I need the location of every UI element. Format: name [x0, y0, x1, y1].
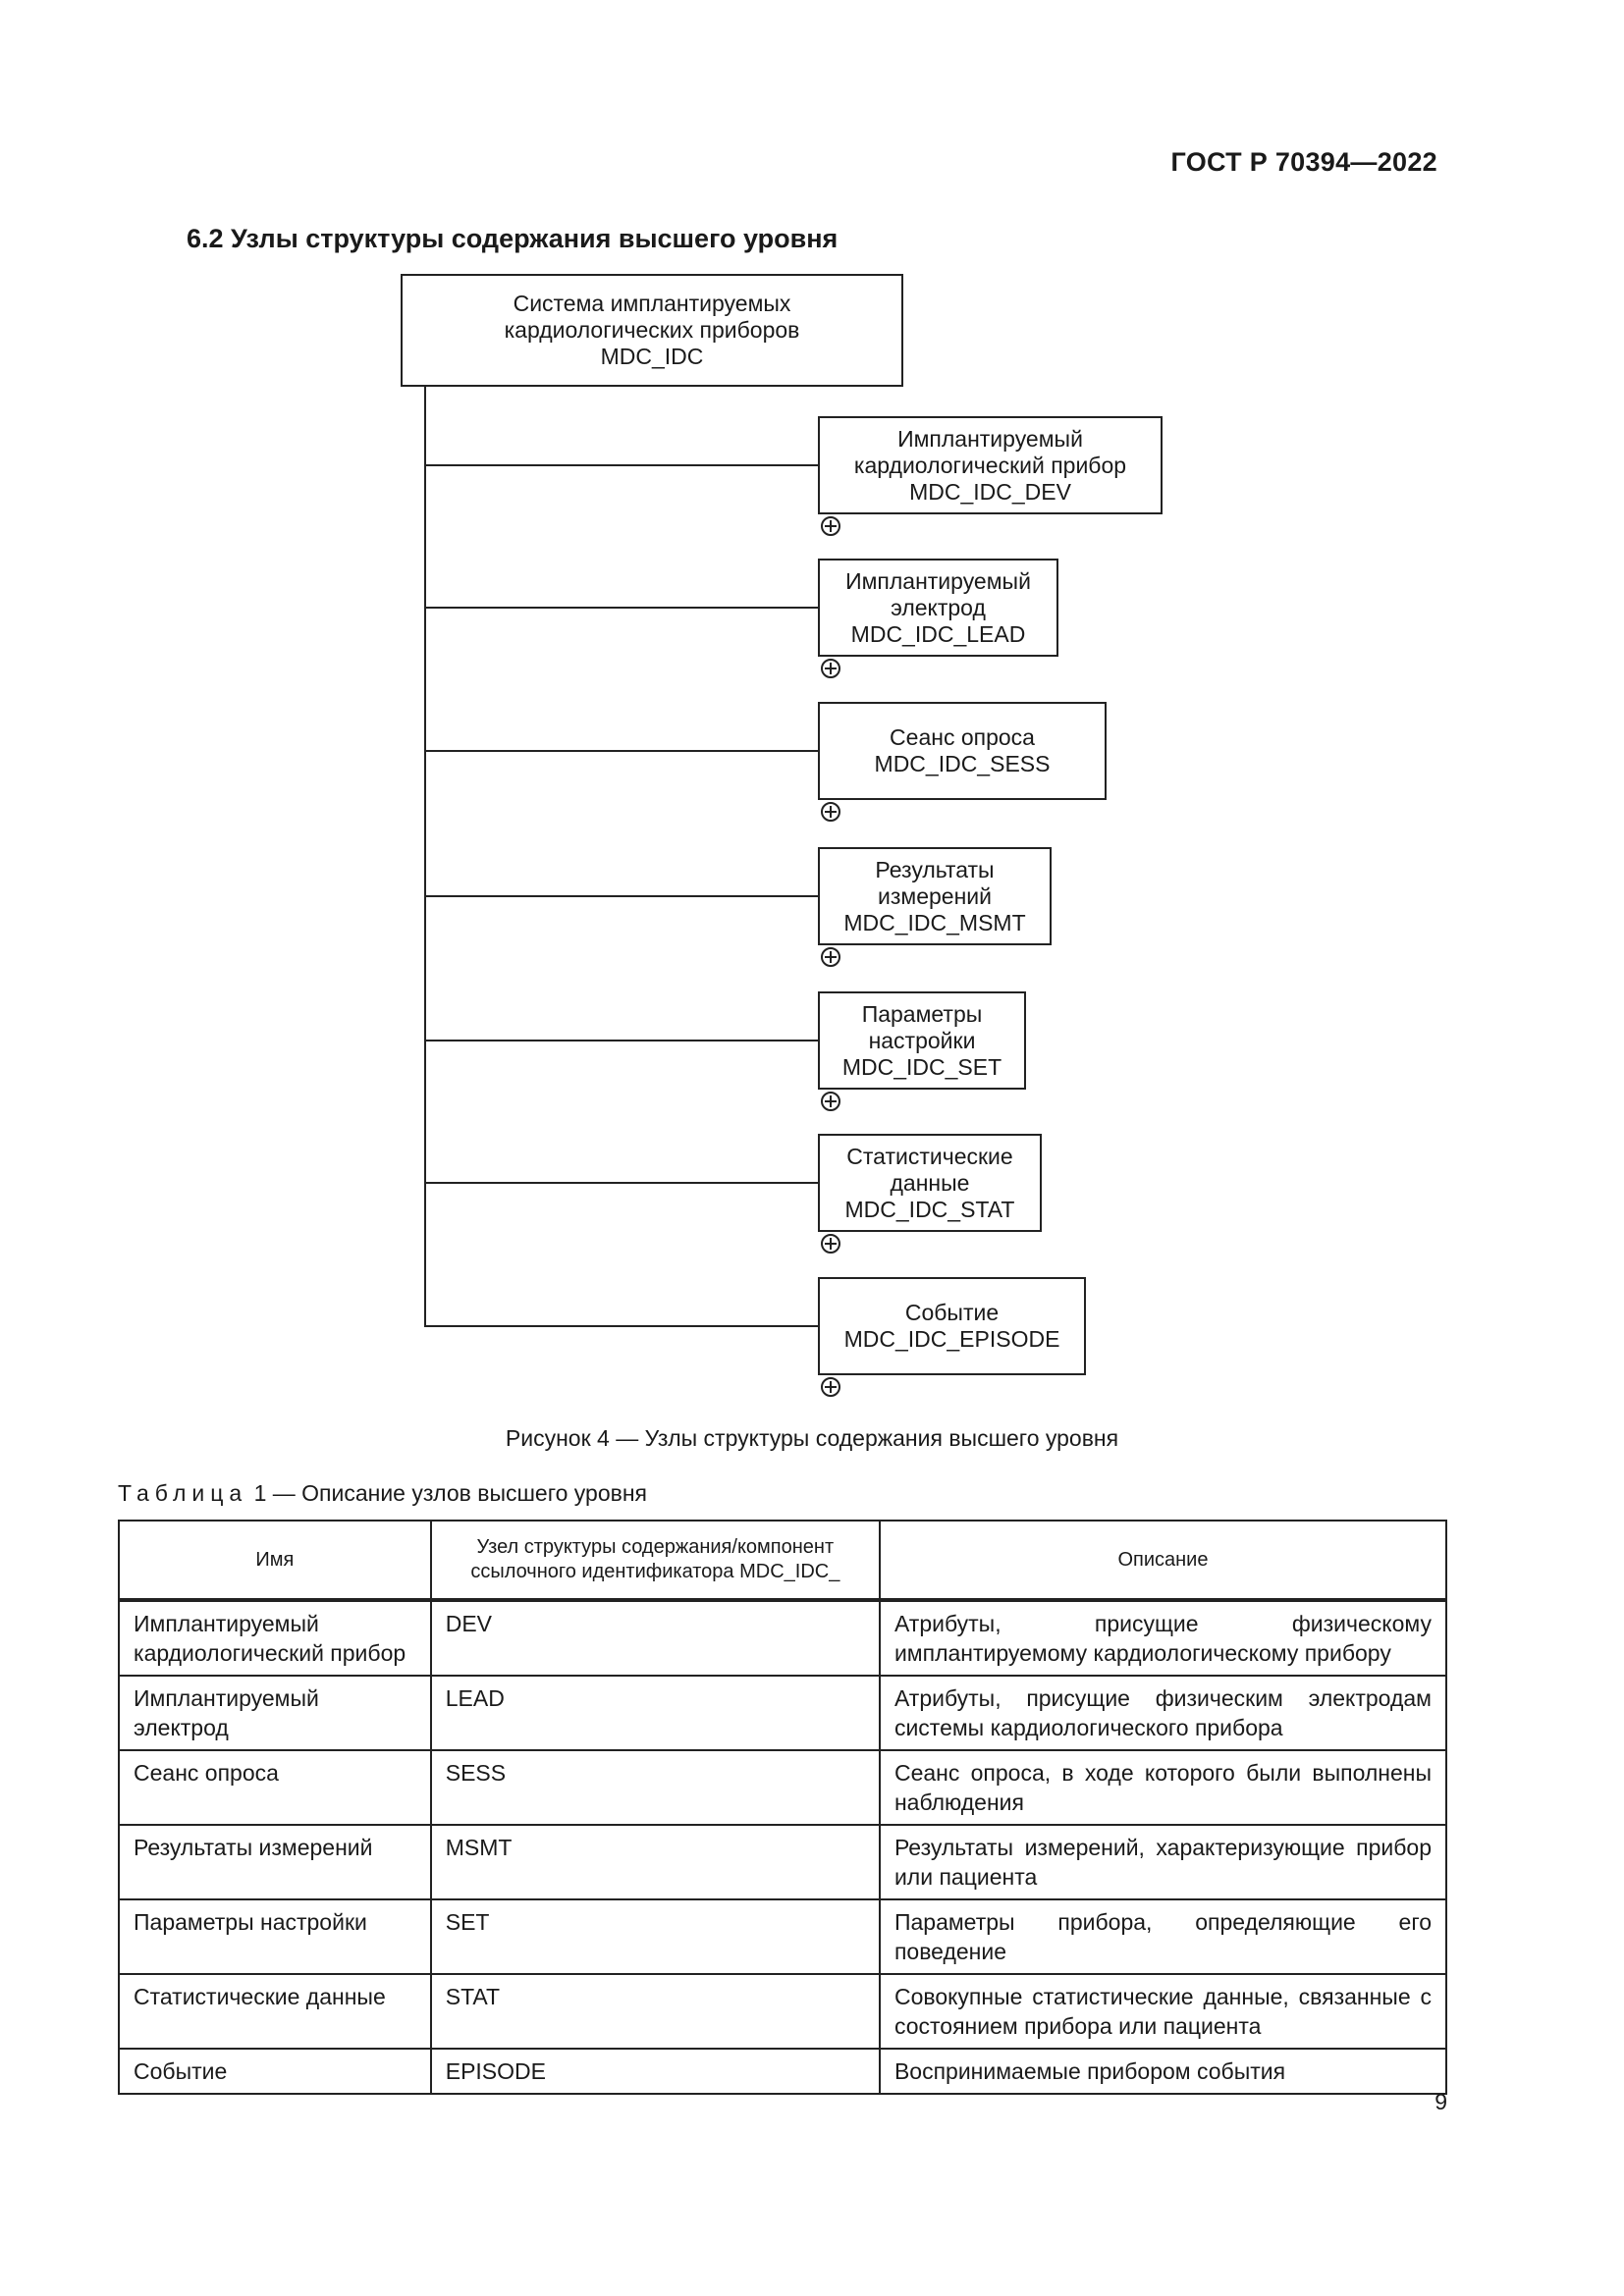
node-label-line: данные [890, 1169, 970, 1196]
connector-line [424, 750, 818, 752]
column-header-name: Имя [118, 1520, 432, 1602]
cell-node: STAT [429, 1973, 881, 2050]
node-label-line: кардиологических приборов [504, 317, 800, 343]
table-caption-label: Таблица [118, 1480, 248, 1506]
node-label-line: MDC_IDC_EPISODE [843, 1326, 1060, 1352]
cell-description: Воспринимаемые прибором события [878, 2048, 1448, 2095]
node-label-line: Имплантируемый [897, 425, 1083, 452]
node-label-line: Результаты [875, 856, 995, 882]
column-header-description: Описание [878, 1520, 1448, 1602]
node-label-line: MDC_IDC_DEV [909, 478, 1071, 505]
cell-description: Параметры прибора, определяющие его пове… [878, 1898, 1448, 1975]
circled-plus-icon [821, 1377, 840, 1397]
connector-line [424, 607, 818, 609]
cell-name: Статистические данные [118, 1973, 432, 2050]
node-label-line: кардиологический прибор [853, 452, 1127, 478]
node-label-line: MDC_IDC_SET [841, 1053, 1002, 1080]
cell-name: Результаты измерений [118, 1824, 432, 1900]
tree-trunk-line [424, 387, 426, 1327]
cell-node: DEV [429, 1599, 881, 1677]
node-label-line: электрод [891, 594, 986, 620]
node-label-line: MDC_IDC_STAT [844, 1196, 1015, 1222]
cell-node: LEAD [429, 1675, 881, 1751]
node-label-line: Имплантируемый [845, 567, 1031, 594]
connector-line [424, 1182, 818, 1184]
table-row: Результаты измерений MSMT Результаты изм… [118, 1824, 1448, 1900]
connector-line [424, 895, 818, 897]
table-caption-text: 1 — Описание узлов высшего уровня [247, 1480, 647, 1506]
cell-description: Атрибуты, присущие физическому имплантир… [878, 1599, 1448, 1677]
cell-node: SET [429, 1898, 881, 1975]
cell-name: Имплантируемый кардиологический прибор [118, 1599, 432, 1677]
cell-name: Параметры настройки [118, 1898, 432, 1975]
table-row: Имплантируемый электрод LEAD Атрибуты, п… [118, 1675, 1448, 1751]
column-header-node: Узел структуры содержания/компонент ссыл… [429, 1520, 881, 1602]
node-label-line: MDC_IDC_SESS [874, 751, 1051, 776]
circled-plus-icon [821, 947, 840, 967]
node-label-line: Сеанс опроса [890, 724, 1035, 750]
cell-description: Сеанс опроса, в ходе которого были выпол… [878, 1749, 1448, 1826]
connector-line [424, 1040, 818, 1041]
cell-node: EPISODE [429, 2048, 881, 2095]
cell-description: Совокупные статистические данные, связан… [878, 1973, 1448, 2050]
node-label-line: MDC_IDC_LEAD [850, 620, 1026, 647]
circled-plus-icon [821, 1234, 840, 1254]
page-number: 9 [1435, 2089, 1447, 2114]
node-label-line: измерений [878, 882, 992, 909]
circled-plus-icon [821, 802, 840, 822]
cell-node: MSMT [429, 1824, 881, 1900]
table-header-row: Имя Узел структуры содержания/компонент … [118, 1520, 1448, 1602]
table-row: Событие EPISODE Воспринимаемые прибором … [118, 2048, 1448, 2095]
circled-plus-icon [821, 659, 840, 678]
table-row: Имплантируемый кардиологический прибор D… [118, 1599, 1448, 1677]
node-label-line: Система имплантируемых [513, 291, 791, 316]
document-code: ГОСТ Р 70394—2022 [1170, 147, 1437, 177]
table-row: Сеанс опроса SESS Сеанс опроса, в ходе к… [118, 1749, 1448, 1826]
connector-line [424, 1325, 818, 1327]
connector-line [424, 464, 818, 466]
figure-caption: Рисунок 4 — Узлы структуры содержания вы… [505, 1425, 1119, 1451]
table-caption: Таблица 1 — Описание узлов высшего уровн… [118, 1480, 647, 1507]
cell-node: SESS [429, 1749, 881, 1826]
cell-description: Результаты измерений, характеризующие пр… [878, 1824, 1448, 1900]
table-row: Статистические данные STAT Совокупные ст… [118, 1973, 1448, 2050]
circled-plus-icon [821, 516, 840, 536]
cell-name: Имплантируемый электрод [118, 1675, 432, 1751]
table-row: Параметры настройки SET Параметры прибор… [118, 1898, 1448, 1975]
cell-description: Атрибуты, присущие физическим электродам… [878, 1675, 1448, 1751]
node-label-line: Событие [904, 1300, 1000, 1325]
circled-plus-icon [821, 1092, 840, 1111]
node-label-line: Параметры [861, 1000, 983, 1027]
section-title: 6.2 Узлы структуры содержания высшего ур… [187, 224, 839, 253]
node-label-line: настройки [868, 1027, 976, 1053]
cell-name: Событие [118, 2048, 432, 2095]
cell-name: Сеанс опроса [118, 1749, 432, 1826]
node-label-line: Статистические [846, 1143, 1013, 1169]
node-label-line: MDC_IDC [600, 344, 704, 369]
node-label-line: MDC_IDC_MSMT [843, 909, 1026, 935]
description-table: Имя Узел структуры содержания/компонент … [118, 1520, 1448, 2095]
